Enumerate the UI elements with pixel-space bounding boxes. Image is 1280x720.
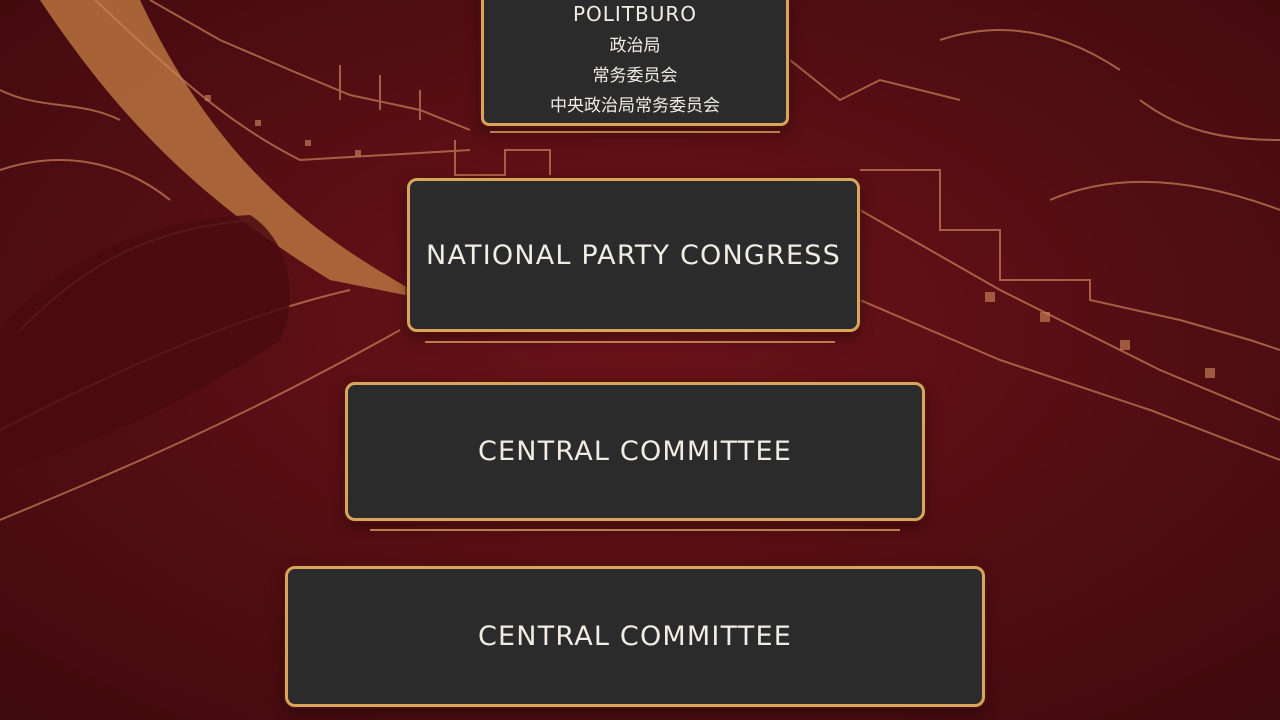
- politburo-line-3: 中央政治局常务委员会: [550, 96, 720, 116]
- wall-walkway-shape: [40, 0, 430, 300]
- politburo-title: POLITBURO: [572, 2, 698, 26]
- central-committee-box-upper: CENTRAL COMMITTEE: [345, 382, 925, 521]
- congress-underline: [425, 341, 835, 343]
- central-committee-box-lower: CENTRAL COMMITTEE: [285, 566, 985, 707]
- central-committee-label-upper: CENTRAL COMMITTEE: [477, 436, 793, 467]
- national-party-congress-box: NATIONAL PARTY CONGRESS: [407, 178, 860, 332]
- politburo-line-2: 常务委员会: [592, 66, 678, 86]
- central-committee-label-lower: CENTRAL COMMITTEE: [477, 621, 793, 652]
- cc1-underline: [370, 529, 900, 531]
- politburo-box: POLITBURO 政治局 常务委员会 中央政治局常务委员会: [481, 0, 789, 126]
- politburo-underline: [490, 131, 780, 133]
- politburo-line-1: 政治局: [609, 36, 661, 56]
- national-party-congress-label: NATIONAL PARTY CONGRESS: [426, 239, 841, 271]
- hill-shape: [0, 215, 290, 470]
